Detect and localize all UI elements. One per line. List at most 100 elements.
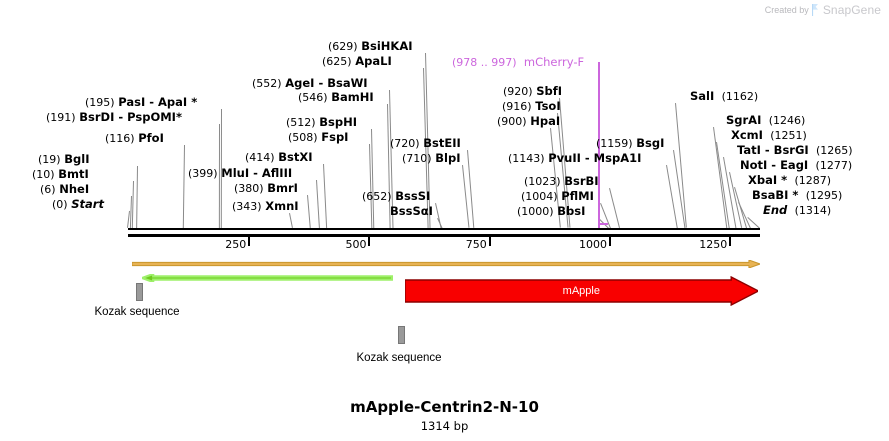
backbone-line-top (128, 228, 760, 230)
enzyme-label-sgrai[interactable]: SgrAI (1246) (726, 114, 805, 127)
enzyme-position: (625) (322, 55, 352, 68)
ruler-tick-label-1250: 1250 (699, 238, 728, 251)
enzyme-name: ApaLI (355, 54, 392, 68)
kozak-marker-box[interactable] (136, 283, 143, 301)
enzyme-label-bsrdipspomi[interactable]: (191) BsrDI - PspOMI* (46, 111, 182, 124)
enzyme-position: (1023) (524, 175, 561, 188)
enzyme-name: TsoI (535, 99, 561, 113)
enzyme-position: (1004) (521, 190, 558, 203)
enzyme-label-bsteii[interactable]: (720) BstEII (390, 137, 461, 150)
enzyme-label-mluiafliii[interactable]: (399) MluI - AflIII (188, 167, 292, 180)
enzyme-label-sali[interactable]: SalI (1162) (690, 90, 758, 103)
enzyme-name: BstEII (423, 136, 461, 150)
enzyme-name: HpaI (530, 114, 561, 128)
enzyme-label-fspi[interactable]: (508) FspI (288, 131, 348, 144)
enzyme-label-xbai[interactable]: XbaI * (1287) (748, 174, 831, 187)
ruler-tick-label-1000: 1000 (578, 238, 607, 251)
enzyme-label-nhei[interactable]: (6) NheI (40, 183, 89, 196)
enzyme-name: NotI - EagI (740, 158, 809, 172)
enzyme-position: (414) (245, 151, 275, 164)
enzyme-label-bstxi[interactable]: (414) BstXI (245, 151, 313, 164)
feature-label-mcherry-f[interactable]: (978 .. 997) mCherry-F (452, 56, 584, 69)
enzyme-position: (380) (234, 182, 264, 195)
enzyme-position: (195) (85, 96, 115, 109)
enzyme-name: BspHI (319, 115, 357, 129)
feature-arrow-backbone-orange[interactable] (131, 253, 762, 269)
enzyme-label-pvuiimspa1i[interactable]: (1143) PvuII - MspA1I (508, 152, 641, 165)
enzyme-position: (1251) (770, 129, 807, 142)
enzyme-name: BssSαI (390, 204, 433, 218)
enzyme-label-tsoi[interactable]: (916) TsoI (502, 100, 561, 113)
ruler-tick-label-750: 750 (465, 238, 487, 251)
enzyme-label-pflmi[interactable]: (1004) PflMI (521, 190, 594, 203)
backbone-line-bottom (128, 234, 760, 237)
enzyme-name: End (763, 203, 788, 217)
page-title: mApple-Centrin2-N-10 (350, 398, 539, 416)
enzyme-label-bsssi[interactable]: BssSαI (390, 205, 433, 218)
ruler-tick-label-500: 500 (345, 238, 367, 251)
enzyme-name: TatI - BsrGI (737, 143, 809, 157)
enzyme-name: BmrI (267, 181, 298, 195)
enzyme-label-bsgi[interactable]: (1159) BsgI (596, 137, 664, 150)
enzyme-position: (1159) (596, 137, 633, 150)
enzyme-name: FspI (321, 130, 349, 144)
enzyme-position: (1000) (517, 205, 554, 218)
enzyme-label-pfoi[interactable]: (116) PfoI (105, 132, 164, 145)
enzyme-name: SalI (690, 89, 715, 103)
enzyme-label-sbfi[interactable]: (920) SbfI (503, 85, 562, 98)
enzyme-label-bmri[interactable]: (380) BmrI (234, 182, 298, 195)
enzyme-position: (916) (502, 100, 532, 113)
enzyme-label-hpai[interactable]: (900) HpaI (497, 115, 560, 128)
enzyme-label-bsihkai[interactable]: (629) BsiHKAI (328, 40, 413, 53)
enzyme-label-bamhi[interactable]: (546) BamHI (298, 91, 374, 104)
enzyme-label-xmni[interactable]: (343) XmnI (232, 200, 299, 213)
enzyme-position: (546) (298, 91, 328, 104)
feature-arrow-green-feature[interactable] (139, 267, 394, 284)
enzyme-position: (720) (390, 137, 420, 150)
enzyme-position: (1277) (815, 159, 853, 172)
enzyme-position: (710) (402, 152, 432, 165)
feature-arrow-mApple[interactable] (403, 275, 760, 307)
enzyme-name: BsrDI - PspOMI* (79, 110, 182, 124)
enzyme-label-apali[interactable]: (625) ApaLI (322, 55, 392, 68)
enzyme-label-bgli[interactable]: (19) BglI (38, 153, 89, 166)
enzyme-position: (920) (503, 85, 533, 98)
enzyme-label-bsrbi[interactable]: (1023) BsrBI (524, 175, 599, 188)
enzyme-name: BsaBI * (752, 188, 799, 202)
enzyme-position: (343) (232, 200, 262, 213)
enzyme-position: (552) (252, 77, 282, 90)
kozak-marker-label: Kozak sequence (356, 352, 442, 364)
enzyme-label-tatibsrgi[interactable]: TatI - BsrGI (1265) (737, 144, 853, 157)
enzyme-position: (191) (46, 111, 76, 124)
enzyme-label-bbsi[interactable]: (1000) BbsI (517, 205, 585, 218)
enzyme-position: (399) (188, 167, 218, 180)
enzyme-name: BmtI (58, 167, 89, 181)
enzyme-name: AgeI - BsaWI (285, 76, 368, 90)
mcherry-name: mCherry-F (523, 55, 585, 69)
enzyme-label-blpi[interactable]: (710) BlpI (402, 152, 460, 165)
ruler-tick-label-250: 250 (225, 238, 247, 251)
enzyme-label-bmti[interactable]: (10) BmtI (32, 168, 89, 181)
enzyme-label-xcmi[interactable]: XcmI (1251) (731, 129, 807, 142)
enzyme-name: XbaI * (748, 173, 788, 187)
enzyme-label-ageibsawi[interactable]: (552) AgeI - BsaWI (252, 77, 368, 90)
enzyme-label-bsabi[interactable]: BsaBI * (1295) (752, 189, 842, 202)
enzyme-position: (6) (40, 183, 56, 196)
enzyme-position: (116) (105, 132, 135, 145)
enzyme-name: PasI - ApaI * (118, 95, 198, 109)
enzyme-label-bsphi[interactable]: (512) BspHI (286, 116, 357, 129)
enzyme-position: (1295) (805, 189, 843, 202)
credit-prefix: Created by (764, 5, 809, 15)
kozak-marker-box[interactable] (398, 326, 405, 344)
enzyme-label-pasiapai[interactable]: (195) PasI - ApaI * (85, 96, 197, 109)
feature-arrow-label-mApple: mApple (562, 285, 600, 297)
enzyme-label-bsssi[interactable]: (652) BssSI (362, 190, 430, 203)
enzyme-name: NheI (59, 182, 90, 196)
enzyme-label-end[interactable]: End (1314) (763, 204, 831, 217)
enzyme-label-start[interactable]: (0) Start (52, 198, 104, 211)
enzyme-position: (0) (52, 198, 68, 211)
enzyme-position: (1162) (721, 90, 759, 103)
enzyme-position: (1314) (794, 204, 832, 217)
enzyme-label-notieagi[interactable]: NotI - EagI (1277) (740, 159, 852, 172)
